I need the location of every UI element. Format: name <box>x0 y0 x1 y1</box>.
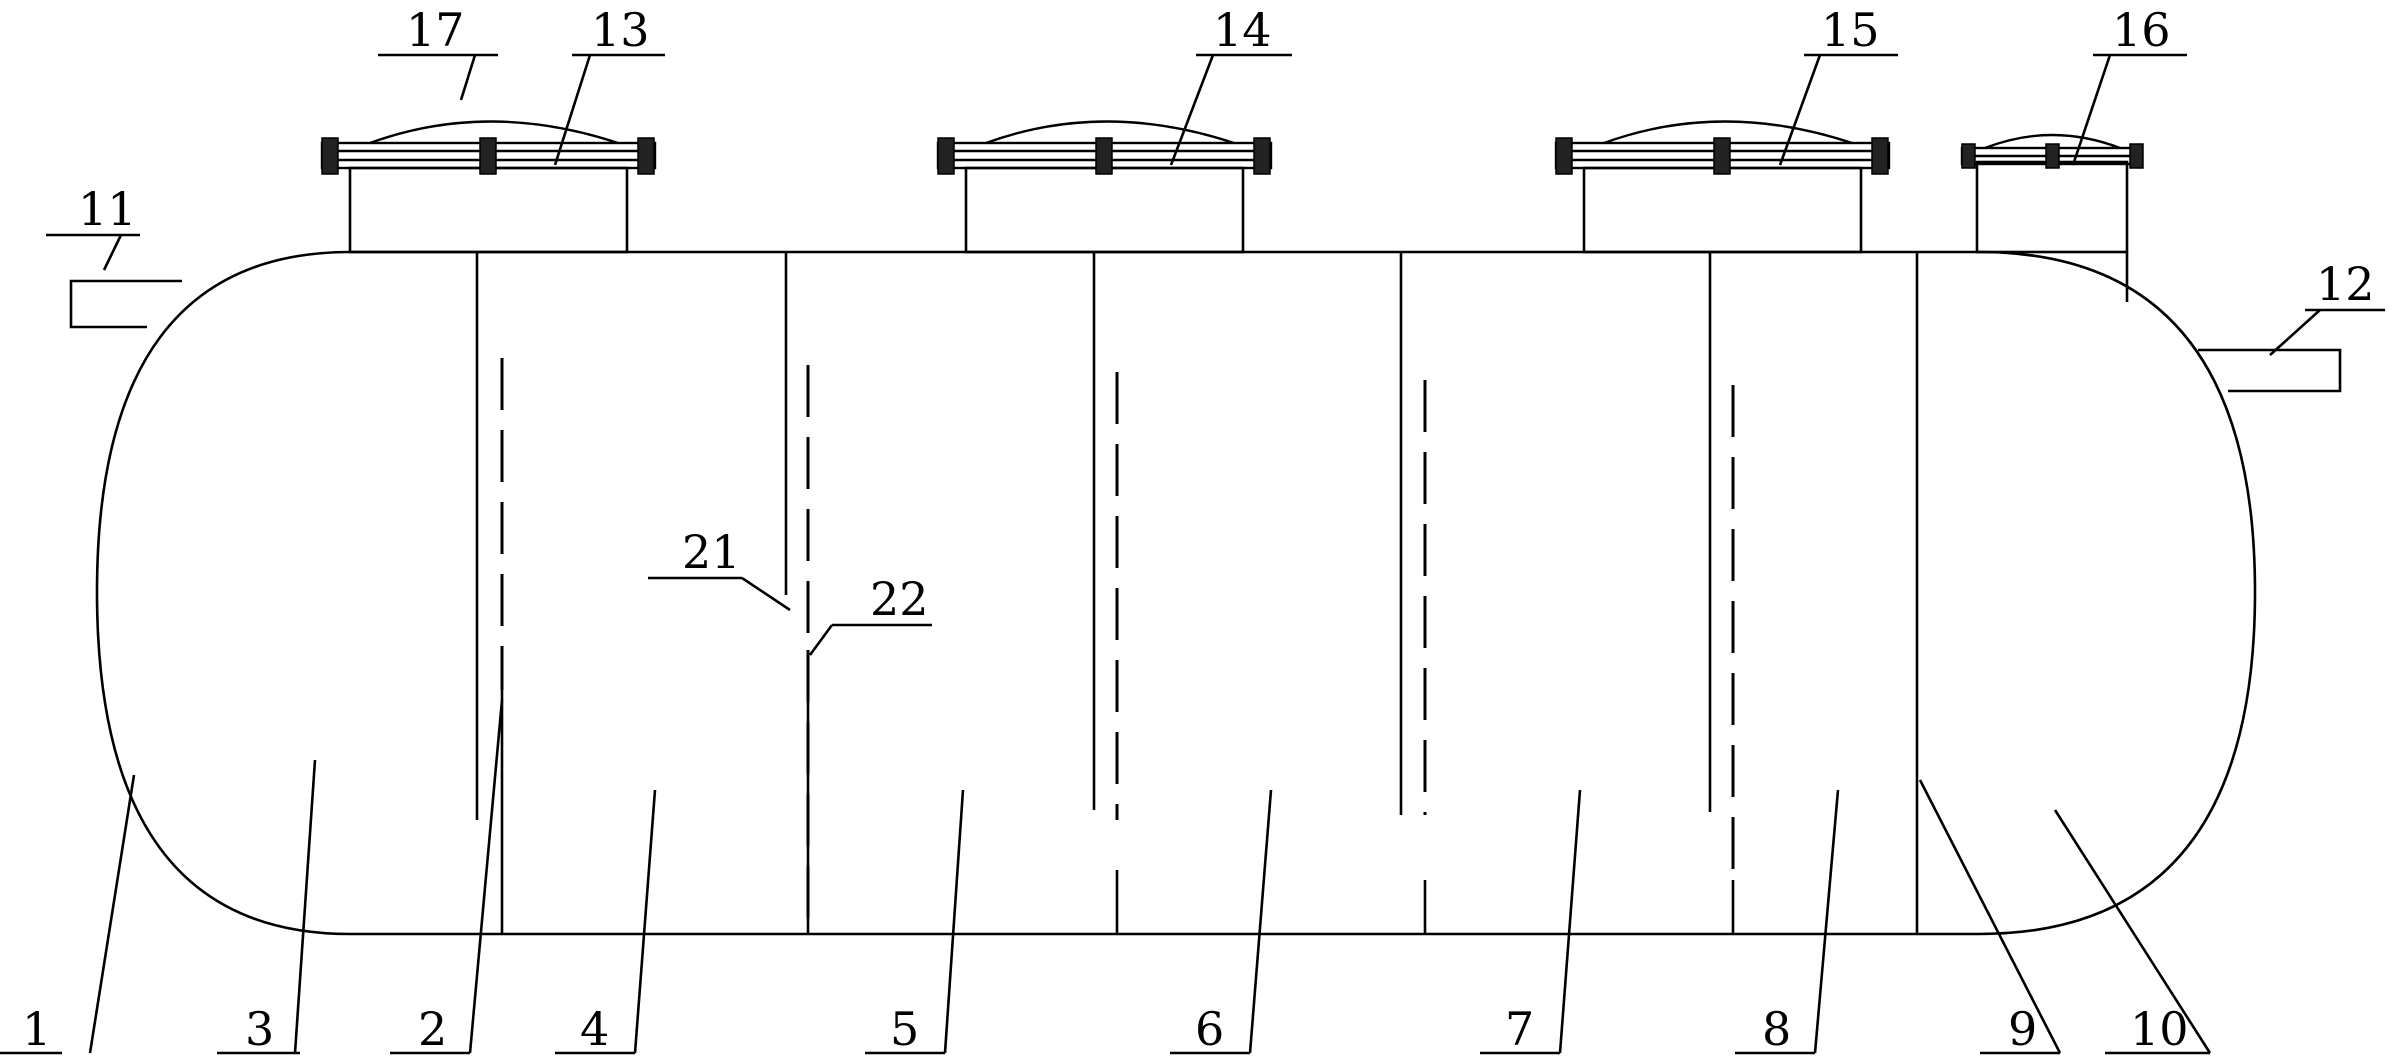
label-13: 13 <box>591 3 650 57</box>
label-5: 5 <box>890 1002 919 1056</box>
label-9: 9 <box>2008 1002 2037 1056</box>
manhole-16 <box>1975 160 2129 254</box>
label-15: 15 <box>1821 3 1880 57</box>
label-14: 14 <box>1213 3 1272 57</box>
label-4: 4 <box>580 1002 609 1056</box>
manhole-cover-16 <box>1960 133 2144 169</box>
leaders-mid <box>648 576 932 656</box>
tank-shell <box>95 250 2257 936</box>
label-17: 17 <box>406 3 465 57</box>
label-12: 12 <box>2316 257 2375 311</box>
outlet-pipe <box>2198 348 2342 393</box>
label-1: 1 <box>22 1002 51 1056</box>
manhole-cover-14 <box>936 120 1273 175</box>
inlet-pipe <box>69 279 182 329</box>
manhole-13 <box>348 166 629 254</box>
label-3: 3 <box>245 1002 274 1056</box>
label-6: 6 <box>1195 1002 1224 1056</box>
label-21: 21 <box>682 525 741 579</box>
label-2: 2 <box>418 1002 447 1056</box>
label-10: 10 <box>2130 1002 2189 1056</box>
manhole-cover-13 <box>320 120 657 175</box>
manhole-14 <box>964 166 1245 254</box>
manhole-cover-15 <box>1554 120 1891 175</box>
manhole-15 <box>1582 166 1863 254</box>
label-8: 8 <box>1762 1002 1791 1056</box>
leaders-bottom <box>0 699 2212 1055</box>
label-16: 16 <box>2112 3 2171 57</box>
label-7: 7 <box>1505 1002 1534 1056</box>
label-22: 22 <box>870 572 929 626</box>
leaders-top <box>46 53 2385 356</box>
label-11: 11 <box>78 182 137 236</box>
